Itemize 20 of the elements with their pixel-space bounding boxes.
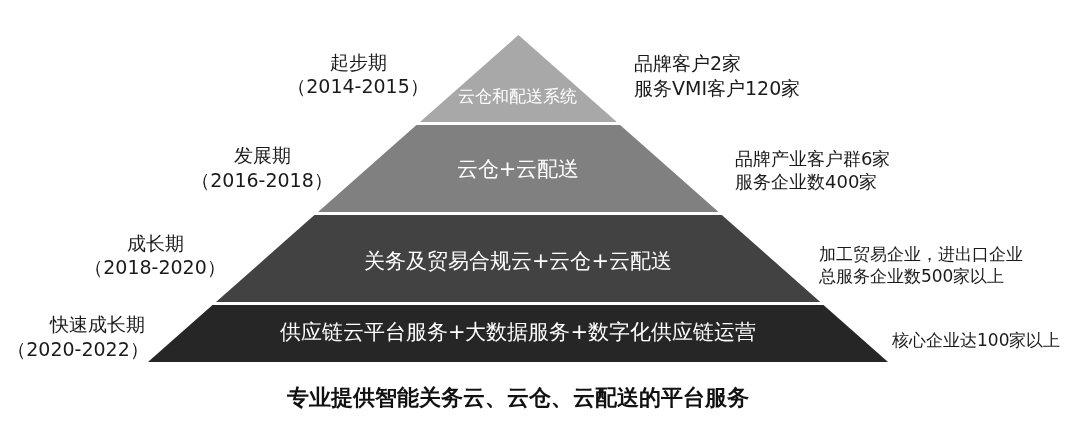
stats-note: 服务企业数400家 bbox=[735, 171, 878, 193]
period-label: 发展期 bbox=[233, 143, 291, 167]
period-years: （2020-2022） bbox=[7, 337, 149, 361]
tier-label: 云仓+云配送 bbox=[456, 157, 580, 183]
tier-label: 供应链云平台服务+大数据服务+数字化供应链运营 bbox=[279, 320, 757, 346]
period-years: （2014-2015） bbox=[287, 74, 429, 98]
stats-note: 品牌客户2家 bbox=[634, 51, 742, 75]
tier-label: 云仓和配送系统 bbox=[458, 85, 578, 107]
stats-note: 核心企业达100家以上 bbox=[892, 329, 1061, 351]
stats-note: 品牌产业客户群6家 bbox=[735, 148, 891, 170]
tier-label: 关务及贸易合规云+云仓+云配送 bbox=[363, 249, 673, 275]
stats-note: 服务VMI客户120家 bbox=[634, 76, 801, 100]
period-label: 起步期 bbox=[329, 50, 387, 74]
period-label: 成长期 bbox=[126, 231, 184, 255]
period-years: （2016-2018） bbox=[191, 168, 333, 192]
caption: 专业提供智能关务云、云仓、云配送的平台服务 bbox=[287, 384, 749, 412]
stats-note: 总服务企业数500家以上 bbox=[819, 265, 1005, 287]
period-years: （2018-2020） bbox=[84, 255, 226, 279]
stats-note: 加工贸易企业，进出口企业 bbox=[819, 243, 1023, 265]
period-label: 快速成长期 bbox=[49, 312, 145, 336]
